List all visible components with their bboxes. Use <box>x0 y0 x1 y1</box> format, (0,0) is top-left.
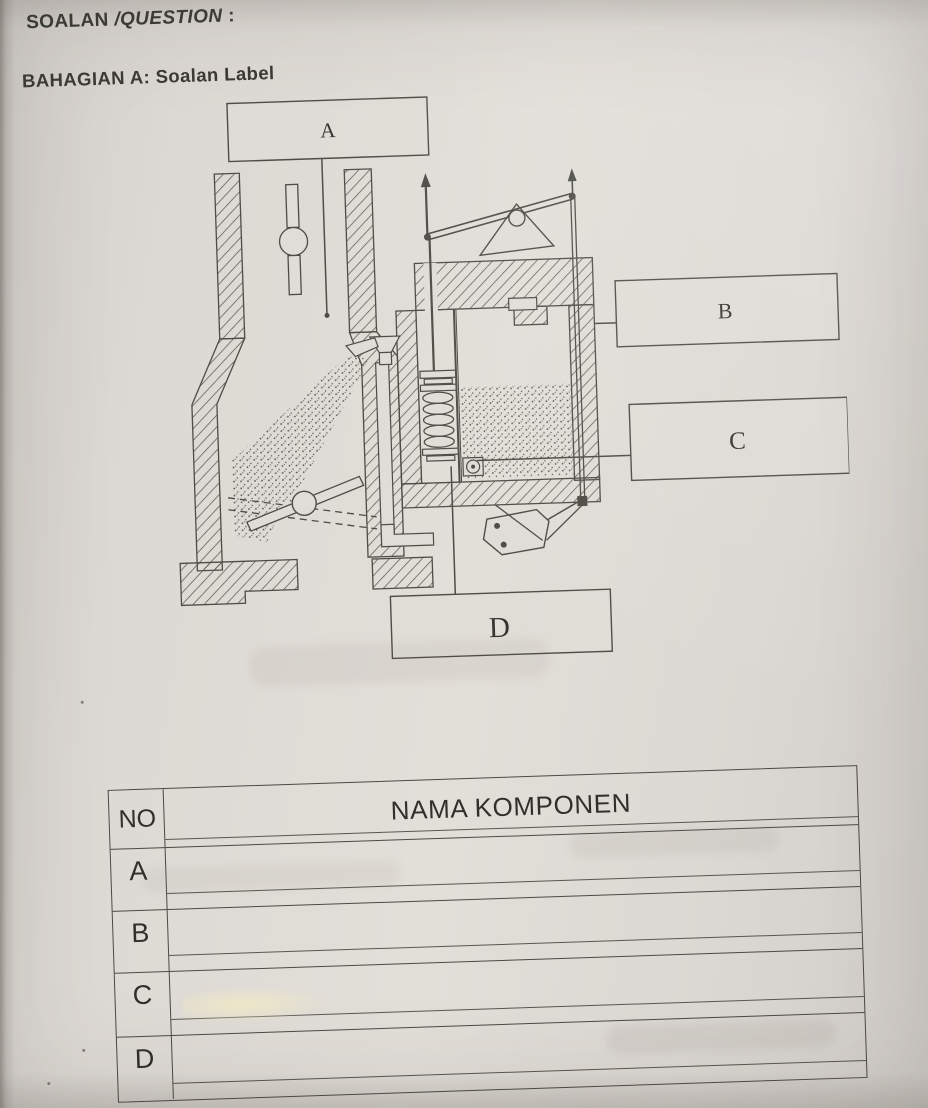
table-header-no: NO <box>108 789 166 849</box>
label-box-a <box>226 96 430 163</box>
label-box-d <box>389 588 614 660</box>
throttle-valve <box>227 475 378 532</box>
row-letter-d: D <box>116 1035 174 1101</box>
question-heading-colon: : <box>227 5 236 27</box>
row-letter-c: C <box>114 971 172 1037</box>
diagram-label-c: C <box>729 428 747 456</box>
label-box-c <box>628 396 851 482</box>
question-heading-italic: /QUESTION <box>114 5 223 31</box>
choke-valve <box>278 183 309 296</box>
table-header-component-label: NAMA KOMPONEN <box>390 787 632 826</box>
paper-speck <box>80 700 84 704</box>
paper-speck <box>47 1082 51 1086</box>
row-letter-b: B <box>112 910 170 973</box>
label-box-b <box>614 272 840 348</box>
answer-line-d <box>173 1059 867 1084</box>
section-heading: BAHAGIAN A: Soalan Label <box>21 62 275 92</box>
question-heading-bold: SOALAN <box>25 9 110 34</box>
pump-plunger-assembly <box>415 236 485 484</box>
pump-lever-linkage <box>420 168 588 556</box>
discharge-passage <box>344 296 538 548</box>
paper-speck <box>82 1048 86 1052</box>
label-connector-lines <box>321 158 631 595</box>
diagram-label-a: A <box>320 118 337 143</box>
question-heading: SOALAN /QUESTION : <box>26 5 235 34</box>
row-letter-a: A <box>110 848 168 911</box>
diagram-label-b: B <box>717 298 733 323</box>
carburetor-diagram: A B C D <box>179 96 851 660</box>
answer-table: NO NAMA KOMPONEN A B <box>107 765 868 1103</box>
diagram-label-d: D <box>488 612 510 645</box>
